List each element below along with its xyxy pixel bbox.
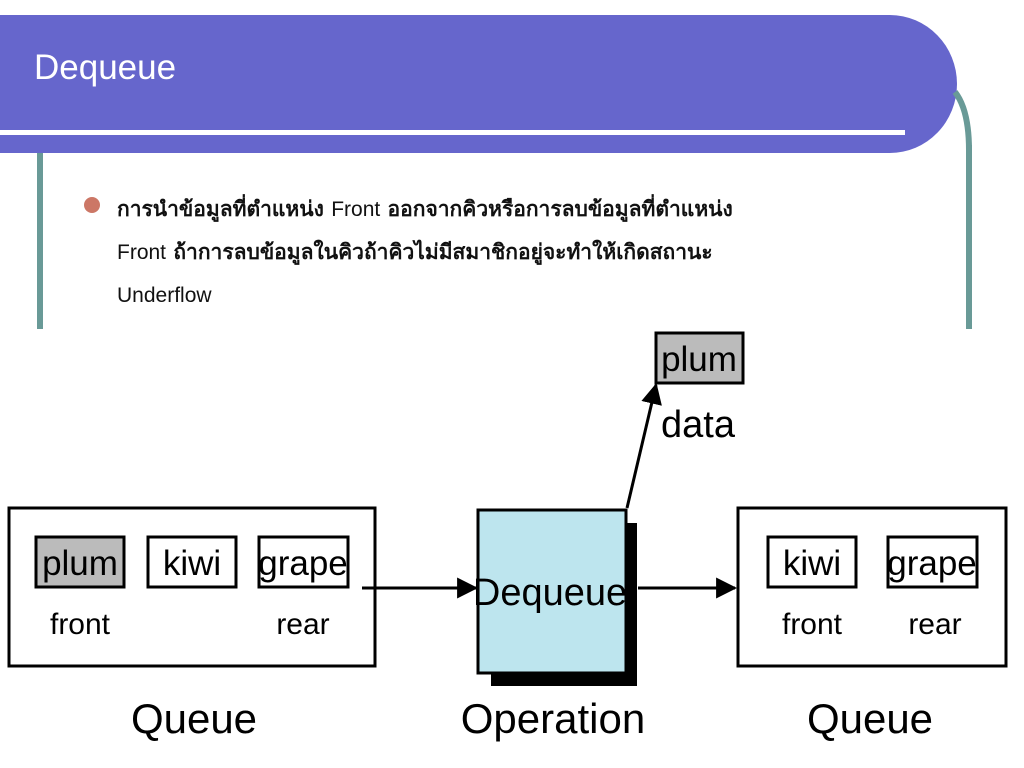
left-queue-item-plum xyxy=(34,535,126,589)
right-queue-item-kiwi xyxy=(766,535,858,589)
right-frame-rule xyxy=(966,145,972,329)
right-queue-item-kiwi-label: kiwi xyxy=(783,544,841,583)
bullet-text-part: Front xyxy=(117,241,167,264)
bullet-text-part: Front xyxy=(331,198,381,221)
left-queue-item-grape-label: grape xyxy=(258,544,348,583)
right-queue-item-grape-label: grape xyxy=(887,544,977,583)
slide-title: Dequeue xyxy=(34,48,177,87)
output-item-plum xyxy=(654,331,745,385)
left-queue-front-label: front xyxy=(50,608,111,641)
arrow-to-data xyxy=(625,382,662,509)
operation-caption: Operation xyxy=(461,695,645,742)
bullet-text-part: ออกจากคิวหรือการลบข้อมูลที่ตำแหน่ง xyxy=(387,197,733,221)
left-queue-caption: Queue xyxy=(131,695,257,742)
left-frame-rule xyxy=(37,153,43,329)
bullet-text-part: การนำข้อมูลที่ตำแหน่ง xyxy=(117,197,324,221)
bullet-dot xyxy=(84,197,100,213)
operation-box xyxy=(476,508,628,675)
right-queue-rear-label: rear xyxy=(908,608,961,641)
title-underline xyxy=(0,130,905,135)
bullet-text-part: ถ้าการลบข้อมูลในคิวถ้าคิวไม่มีสมาชิกอยู่… xyxy=(173,240,713,264)
output-data-label: data xyxy=(661,404,736,446)
left-queue-item-plum-label: plum xyxy=(42,544,118,583)
left-queue-item-grape xyxy=(257,535,350,589)
left-queue-item-kiwi xyxy=(146,535,238,589)
bullet-text: การนำข้อมูลที่ตำแหน่ง Front ออกจากคิวหรื… xyxy=(117,188,947,317)
right-queue-caption: Queue xyxy=(807,695,933,742)
right-frame-curve xyxy=(952,90,972,151)
right-queue-front-label: front xyxy=(782,608,843,641)
left-queue-rear-label: rear xyxy=(276,608,329,641)
output-item-plum-label: plum xyxy=(661,340,737,379)
left-queue-item-kiwi-label: kiwi xyxy=(163,544,221,583)
right-queue-item-grape xyxy=(886,535,979,589)
bullet-text-part: Underflow xyxy=(117,284,212,307)
dequeue-diagram: plum kiwi grape front rear Queue Dequeue… xyxy=(7,331,1008,742)
operation-box-label: Dequeue xyxy=(473,572,627,614)
